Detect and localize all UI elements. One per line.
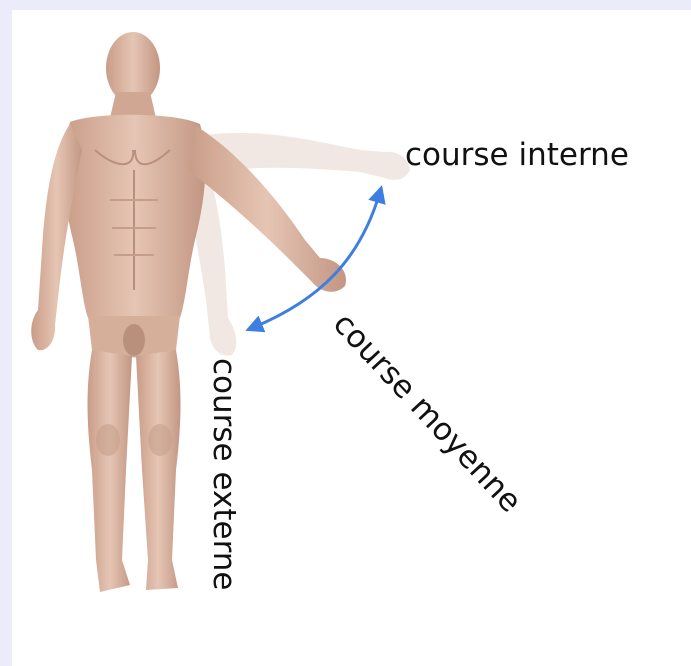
label-course-interne: course interne: [405, 140, 629, 171]
human-body: [31, 32, 346, 592]
label-course-externe: course externe: [208, 358, 239, 591]
